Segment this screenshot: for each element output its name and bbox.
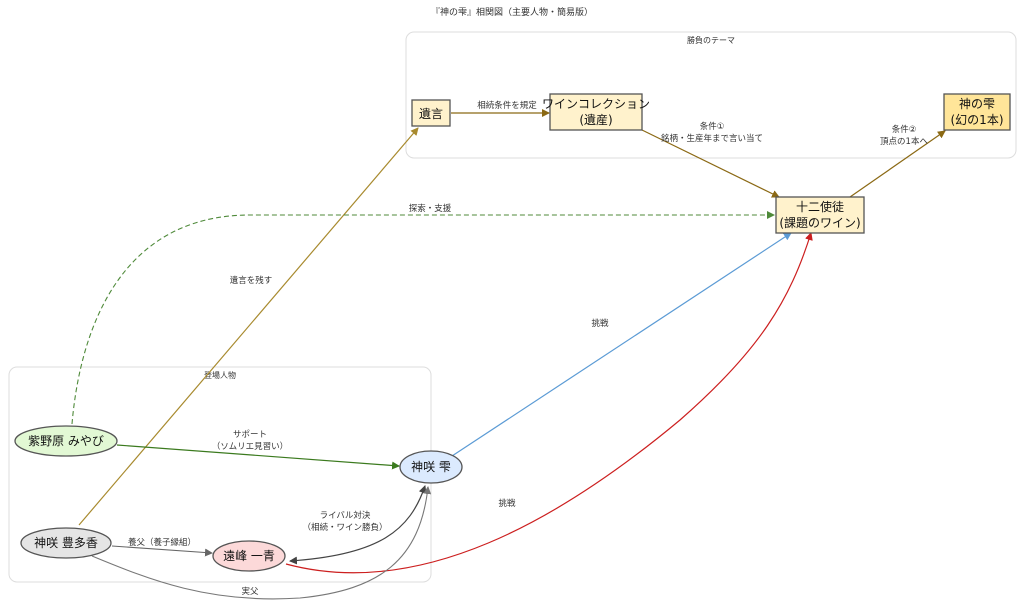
edge-shizuku-issei[interactable]: [289, 485, 427, 565]
node-yuigon[interactable]: 遺言: [411, 99, 451, 127]
edge-miyabi-twelve[interactable]: [71, 211, 775, 425]
node-yutaka[interactable]: 神咲 豊多香: [20, 527, 112, 559]
edge-label-yutaka-yuigon: 遺言を残す: [230, 275, 273, 286]
edge-collection-twelve[interactable]: [641, 129, 780, 198]
node-kaminoshizuku-label-1: 神の雫: [959, 97, 995, 111]
node-collection[interactable]: ワインコレクション (遺産): [542, 93, 650, 131]
node-issei[interactable]: 遠峰 一青: [212, 540, 286, 572]
edges: 遺言を残す 探索・支援 相続条件を規定 条件① 銘柄・生産年まで言い当て 条件②…: [71, 100, 946, 600]
edge-label-collection-twelve-2: 銘柄・生産年まで言い当て: [661, 133, 763, 144]
node-shizuku[interactable]: 神咲 雫: [399, 450, 463, 484]
edge-twelve-kaminoshizuku[interactable]: [849, 130, 946, 198]
cluster-theme-label: 勝負のテーマ: [687, 35, 735, 45]
edge-label-yuigon-collection: 相続条件を規定: [477, 100, 537, 111]
edge-label-shizuku-issei-2: （相続・ワイン勝負）: [302, 522, 387, 533]
edge-miyabi-shizuku[interactable]: [116, 444, 400, 470]
cluster-characters-label: 登場人物: [204, 370, 236, 380]
node-yutaka-label: 神咲 豊多香: [34, 535, 98, 550]
node-kaminoshizuku[interactable]: 神の雫 (幻の1本): [943, 93, 1011, 131]
edge-yutaka-shizuku[interactable]: [91, 486, 432, 600]
edge-label-twelve-kaminoshizuku-1: 条件②: [892, 124, 917, 135]
node-kaminoshizuku-label-2: (幻の1本): [951, 113, 1004, 127]
edge-label-issei-twelve: 挑戦: [498, 498, 516, 509]
edge-shizuku-twelve[interactable]: [451, 232, 792, 457]
edge-yutaka-issei[interactable]: [111, 545, 213, 557]
edge-issei-twelve[interactable]: [285, 232, 813, 574]
edge-label-twelve-kaminoshizuku-2: 頂点の1本へ: [880, 136, 928, 147]
node-yuigon-label: 遺言: [419, 106, 443, 121]
node-issei-label: 遠峰 一青: [223, 549, 275, 563]
node-collection-label-2: (遺産): [579, 112, 612, 127]
node-collection-label-1: ワインコレクション: [542, 97, 650, 111]
edge-label-miyabi-twelve: 探索・支援: [409, 203, 452, 214]
edge-label-yutaka-shizuku: 実父: [241, 586, 259, 597]
node-twelve-label-2: (課題のワイン): [779, 215, 860, 230]
edge-label-shizuku-twelve: 挑戦: [591, 318, 609, 329]
edge-label-miyabi-shizuku-2: （ソムリエ見習い）: [212, 441, 288, 452]
node-twelve-apostles[interactable]: 十二使徒 (課題のワイン): [775, 196, 865, 234]
node-miyabi-label: 紫野原 みやび: [28, 434, 104, 448]
node-miyabi[interactable]: 紫野原 みやび: [14, 425, 118, 457]
edge-label-miyabi-shizuku-1: サポート: [233, 430, 267, 440]
edge-label-collection-twelve-1: 条件①: [700, 121, 725, 132]
node-twelve-label-1: 十二使徒: [796, 199, 844, 214]
diagram-title: 『神の雫』相関図（主要人物・簡易版）: [431, 6, 593, 18]
edge-label-shizuku-issei-1: ライバル対決: [320, 510, 371, 521]
edge-label-yutaka-issei: 養父（養子縁組）: [128, 537, 196, 548]
edge-yutaka-yuigon[interactable]: [78, 127, 419, 526]
node-shizuku-label: 神咲 雫: [411, 459, 451, 474]
